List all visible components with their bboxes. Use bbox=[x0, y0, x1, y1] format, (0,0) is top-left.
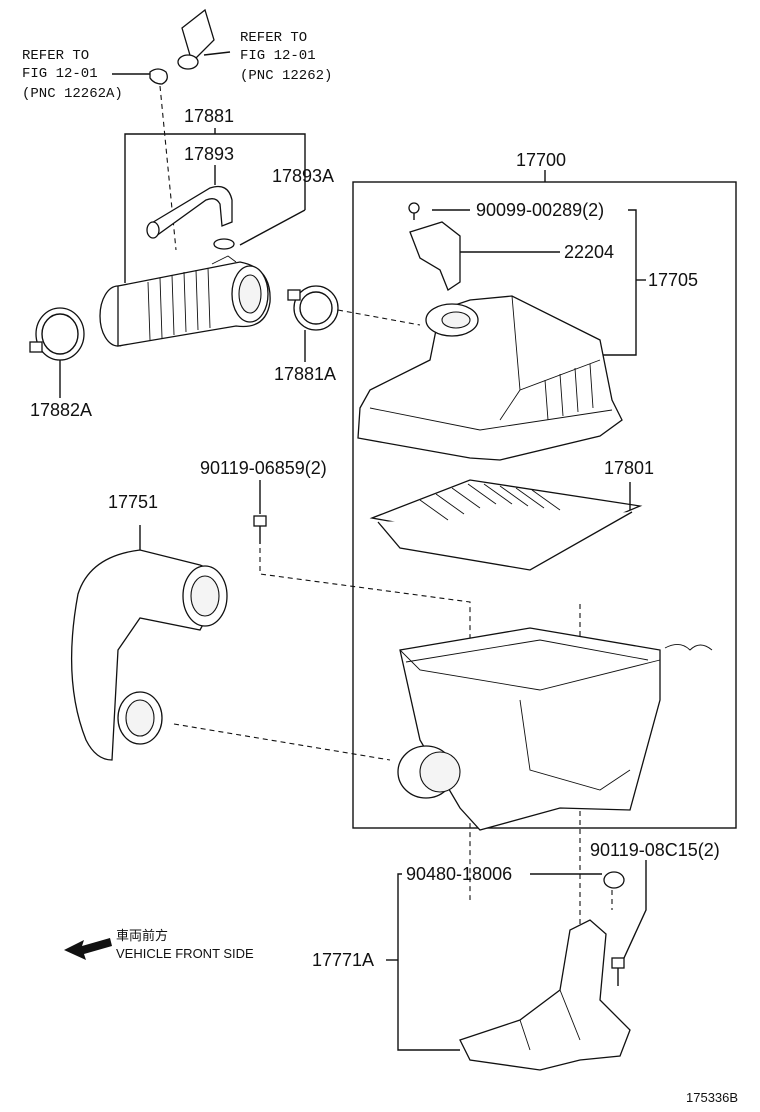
part-label-22204: 22204 bbox=[564, 242, 615, 262]
hose-stub-12262 bbox=[177, 8, 231, 70]
breather-hose-17893 bbox=[146, 185, 233, 239]
ref-left-line1: REFER TO bbox=[22, 48, 90, 64]
bolt-90119-lower bbox=[611, 957, 625, 986]
maf-sensor-22204 bbox=[409, 221, 461, 291]
part-label-17771a: 17771A bbox=[312, 950, 375, 970]
ref-left-line3: (PNC 12262A) bbox=[22, 86, 123, 102]
clip-12262a bbox=[112, 68, 168, 85]
part-label-90119-upper: 90119-06859(2) bbox=[200, 458, 327, 478]
clamp-17882a bbox=[29, 307, 85, 361]
part-label-90119-lower: 90119-08C15(2) bbox=[590, 840, 720, 860]
ref-right-line3: (PNC 12262) bbox=[240, 68, 333, 84]
part-label-17801: 17801 bbox=[604, 458, 655, 478]
clamp-17881a bbox=[287, 285, 339, 331]
front-side-jp: 車両前方 bbox=[116, 928, 169, 943]
figure-id: 175336B bbox=[686, 1090, 739, 1105]
part-label-17882a: 17882A bbox=[30, 400, 93, 420]
air-cleaner-case bbox=[397, 627, 713, 831]
part-label-90480: 90480-18006 bbox=[406, 864, 513, 884]
inlet-duct-17751 bbox=[70, 549, 228, 761]
air-cleaner-cap-17705 bbox=[357, 295, 623, 461]
grommet-90480 bbox=[603, 871, 625, 889]
bracket-17771a bbox=[459, 919, 631, 1071]
front-arrow-icon bbox=[64, 938, 112, 960]
part-label-17881a: 17881A bbox=[274, 364, 337, 384]
ref-right-line2: FIG 12-01 bbox=[240, 48, 316, 64]
clamp-17893a bbox=[213, 238, 235, 250]
part-label-17751: 17751 bbox=[108, 492, 159, 512]
intake-hose-17881 bbox=[99, 255, 271, 347]
bolt-90099 bbox=[408, 202, 420, 220]
ref-left-line2: FIG 12-01 bbox=[22, 66, 98, 82]
ref-right-line1: REFER TO bbox=[240, 30, 308, 46]
part-label-90099: 90099-00289(2) bbox=[476, 200, 605, 220]
part-label-17893a: 17893A bbox=[272, 166, 335, 186]
part-label-17705: 17705 bbox=[648, 270, 699, 290]
part-label-17700: 17700 bbox=[516, 150, 567, 170]
part-label-17893: 17893 bbox=[184, 144, 235, 164]
air-filter-17801 bbox=[369, 479, 643, 571]
front-side-en: VEHICLE FRONT SIDE bbox=[116, 946, 254, 961]
bolt-90119-upper bbox=[253, 515, 267, 544]
part-label-17881: 17881 bbox=[184, 106, 235, 126]
